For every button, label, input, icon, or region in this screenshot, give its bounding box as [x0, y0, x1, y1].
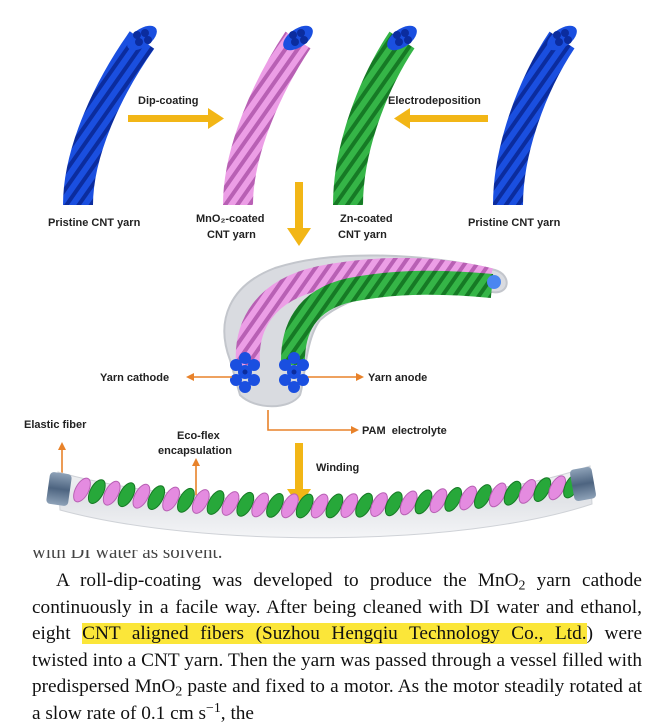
label-elastic-fiber: Elastic fiber	[24, 419, 87, 431]
coil-winding	[221, 491, 240, 516]
yarn-battery-schematic: Pristine CNT yarn MnO₂-coated CNT yarn Z…	[24, 25, 596, 539]
zn-coated-yarn	[333, 25, 417, 206]
left-end-cap	[46, 472, 72, 506]
label-yarn-cathode: Yarn cathode	[100, 372, 169, 384]
label-pam-electrolyte: PAM electrolyte	[362, 425, 447, 437]
body-paragraph: A roll-dip-coating was developed to prod…	[32, 568, 642, 727]
coil-winding	[533, 477, 552, 502]
dip-coating-arrow	[128, 108, 224, 129]
coil-winding	[370, 492, 388, 517]
coil-winding	[102, 480, 121, 506]
coil-winding	[518, 479, 537, 504]
coil-winding	[191, 489, 210, 514]
coil-winding	[548, 475, 567, 501]
label-pristine-right: Pristine CNT yarn	[468, 217, 561, 229]
pristine-yarn-left	[63, 25, 157, 206]
label-pristine-left: Pristine CNT yarn	[48, 217, 141, 229]
highlighted-text: CNT aligned fibers (Suzhou Hengqiu Techn…	[82, 623, 587, 644]
label-ecoflex-line1: Eco-flex	[177, 430, 221, 442]
coil-winding	[474, 484, 492, 509]
label-winding: Winding	[316, 462, 359, 474]
electrodeposition-arrow	[394, 108, 488, 129]
anode-cross-section	[279, 352, 309, 393]
coil-winding	[162, 486, 180, 512]
coil-winding	[325, 493, 344, 519]
pointer-lines	[58, 373, 364, 500]
paragraph: A roll-dip-coating was developed to prod…	[32, 570, 643, 724]
wound-fiber-battery	[46, 465, 596, 539]
coil-winding	[340, 493, 359, 518]
coil-winding	[488, 482, 507, 508]
label-mno2-coated-line2: CNT yarn	[207, 229, 256, 241]
coil-winding	[117, 482, 136, 508]
coil-winding	[281, 493, 299, 519]
coil-winding	[147, 485, 166, 510]
coil-winding	[429, 488, 448, 514]
label-electrodeposition: Electrodeposition	[388, 95, 481, 107]
label-ecoflex-line2: encapsulation	[158, 445, 232, 457]
coil-winding	[399, 490, 418, 516]
right-end-cap	[570, 466, 596, 502]
cut-off-text-line: with DI water as solvent.	[32, 550, 223, 563]
coil-winding	[87, 479, 106, 504]
coil-winding	[236, 491, 255, 517]
coil-winding	[251, 492, 270, 518]
coil-winding	[206, 490, 225, 515]
coil-winding	[444, 487, 463, 512]
coil-winding	[310, 493, 329, 519]
pristine-yarn-right	[493, 25, 577, 206]
coil-winding	[384, 491, 403, 517]
coil-winding	[459, 485, 477, 511]
coil-winding	[414, 489, 433, 515]
coil-winding	[503, 480, 522, 506]
coil-winding	[73, 477, 91, 503]
cathode-cross-section	[230, 352, 260, 393]
label-yarn-anode: Yarn anode	[368, 372, 427, 384]
coil-winding	[295, 493, 314, 519]
assembled-yarn-battery	[223, 254, 508, 408]
mno2-coated-yarn	[223, 25, 313, 206]
coil-winding	[177, 487, 195, 513]
label-dip-coating: Dip-coating	[138, 95, 199, 107]
label-mno2-coated-line1: MnO₂-coated	[196, 213, 264, 225]
assembly-arrow	[287, 182, 311, 246]
coil-winding	[355, 492, 373, 518]
label-zn-coated-line1: Zn-coated	[340, 213, 393, 225]
coil-winding	[266, 493, 284, 518]
winding-arrow	[287, 443, 311, 507]
coil-winding	[132, 483, 151, 509]
label-zn-coated-line2: CNT yarn	[338, 229, 387, 241]
